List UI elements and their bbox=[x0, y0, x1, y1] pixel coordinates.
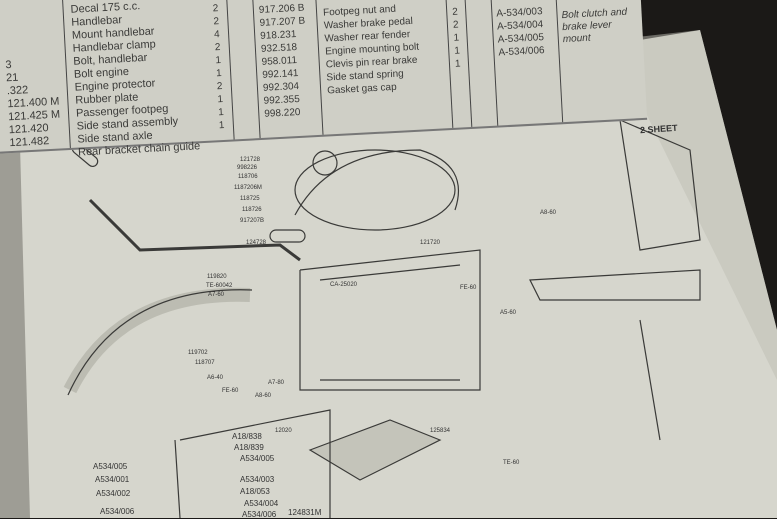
part-label: 119820 bbox=[207, 274, 227, 280]
part-label: 118726 bbox=[242, 207, 262, 213]
description-column-2: Footpeg nut and Washer brake pedal Washe… bbox=[323, 2, 422, 98]
part-label: A7-60 bbox=[208, 292, 225, 298]
part-label: A8-60 bbox=[540, 210, 557, 216]
quantity: 2 bbox=[214, 42, 221, 54]
quantity: 1 bbox=[217, 106, 225, 119]
part-label: TE-60042 bbox=[206, 283, 233, 289]
inset-label: A534/006 bbox=[242, 510, 277, 519]
part-label: CA-25020 bbox=[330, 282, 358, 288]
inset-label: A18/838 bbox=[232, 432, 262, 441]
part-number-column-2: A-534/003 A-534/004 A-534/005 A-534/006 bbox=[496, 5, 545, 59]
part-label: A8-60 bbox=[255, 393, 272, 399]
left-number: 121.482 bbox=[9, 135, 50, 150]
inset-label: A534/001 bbox=[95, 475, 130, 484]
part-label: 124728 bbox=[246, 240, 267, 246]
quantity: 1 bbox=[454, 58, 461, 70]
part-label: 1187206M bbox=[234, 185, 262, 191]
quantity: 1 bbox=[215, 67, 223, 80]
quantity: 1 bbox=[454, 45, 461, 57]
inset-label: A18/053 bbox=[240, 487, 270, 496]
quantity: 2 bbox=[216, 80, 223, 93]
quantity: 1 bbox=[453, 32, 460, 44]
part-number: 917.207 B bbox=[259, 15, 306, 29]
part-label: 118725 bbox=[240, 196, 260, 202]
part-label: 125834 bbox=[430, 428, 451, 434]
part-label: 121720 bbox=[420, 240, 441, 246]
quantity: 1 bbox=[217, 93, 224, 106]
quantity: 4 bbox=[213, 29, 220, 41]
part-label: FE-60 bbox=[460, 285, 477, 291]
quantity: 1 bbox=[218, 119, 225, 132]
part-label: 917207B bbox=[240, 218, 265, 224]
inset-label: A534/003 bbox=[240, 475, 275, 484]
part-label: 121728 bbox=[240, 157, 261, 163]
part-label: 118707 bbox=[195, 360, 215, 366]
part-number-column: 917.206 B 917.207 B 918.231 932.518 958.… bbox=[259, 2, 311, 121]
description-column: Decal 175 c.c. Handlebar Mount handlebar… bbox=[70, 0, 200, 160]
quantity: 2 bbox=[213, 16, 220, 28]
part-label: A6-40 bbox=[207, 375, 224, 381]
quantity-column: 2 2 4 2 1 1 2 1 1 1 bbox=[212, 2, 224, 132]
quantity-column-2: 2 2 1 1 1 bbox=[452, 6, 461, 71]
part-number: A-534/006 bbox=[498, 45, 545, 59]
inset-label: A18/839 bbox=[234, 443, 264, 452]
inset-label: A534/006 bbox=[100, 507, 135, 516]
quantity: 1 bbox=[215, 54, 222, 67]
part-label: A5-60 bbox=[500, 310, 517, 316]
quantity: 2 bbox=[451, 6, 459, 18]
part-label: TE-60 bbox=[503, 460, 520, 466]
quantity: 2 bbox=[452, 19, 459, 31]
inset-label: A534/005 bbox=[240, 454, 275, 463]
inset-label: 124831M bbox=[288, 508, 322, 517]
part-label: 119702 bbox=[188, 350, 208, 356]
part-label: A7-80 bbox=[268, 380, 285, 386]
part-label: 118706 bbox=[238, 174, 258, 180]
part-number: 998.220 bbox=[264, 106, 301, 120]
inset-label: A534/004 bbox=[244, 499, 279, 508]
inset-label: A534/002 bbox=[96, 489, 131, 498]
inset-label: A534/005 bbox=[93, 462, 128, 471]
part-label: 998226 bbox=[237, 165, 258, 171]
part-label: FE-60 bbox=[222, 388, 239, 394]
quantity: 2 bbox=[212, 3, 219, 15]
notes-column: Bolt clutch and brake lever mount bbox=[561, 6, 641, 46]
left-number-column: 3 21 .322 121.400 M 121.425 M 121.420 12… bbox=[5, 57, 62, 151]
part-label: 12020 bbox=[275, 428, 292, 434]
